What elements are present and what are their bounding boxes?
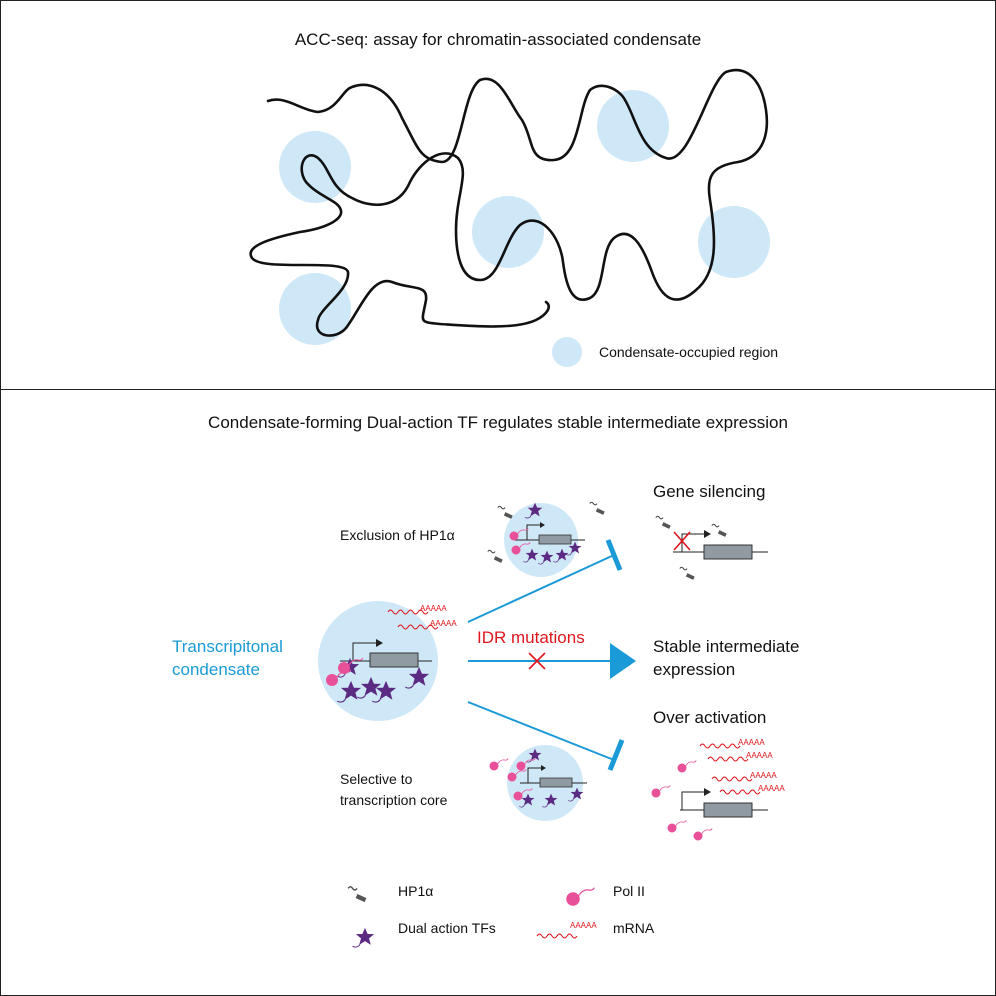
legend-tf-label: Dual action TFs [398, 920, 496, 936]
polya-label: AAAAA [746, 751, 773, 760]
legend-condensate-label: Condensate-occupied region [599, 344, 778, 360]
legend-mrna-label: mRNA [613, 920, 655, 936]
condensate-region [698, 206, 770, 278]
top-panel-title: ACC-seq: assay for chromatin-associated … [295, 30, 701, 49]
gene-silencing-label: Gene silencing [653, 482, 765, 501]
tf-legend-icon [352, 927, 375, 948]
transcriptional-condensate-label: Transcripitonal [172, 637, 283, 656]
inhibition-arrow-top [467, 539, 623, 623]
over-activation-label: Over activation [653, 708, 766, 727]
condensate-region [472, 196, 544, 268]
exclusion-label: Exclusion of HP1α [340, 527, 455, 543]
selective-label: Selective to [340, 771, 413, 787]
bottom-panel-frame [0, 389, 996, 996]
legend-condensate-swatch [552, 337, 582, 367]
hp1-legend-icon [347, 886, 368, 903]
stable-expression-label-2: expression [653, 660, 735, 679]
legend-mrna-tail: AAAAA [570, 921, 597, 930]
silenced-gene [655, 515, 768, 581]
legend-pol2-label: Pol II [613, 883, 645, 899]
activation-arrow-middle [468, 643, 636, 679]
legend: HP1α Pol II Dual action TFs AAAAA mRNA [347, 883, 655, 948]
exclusion-condensate [487, 501, 606, 577]
main-condensate: AAAAA AAAAA [318, 601, 457, 721]
polya-label: AAAAA [430, 619, 457, 628]
transcriptional-condensate-label-2: condensate [172, 660, 260, 679]
condensate-regions [279, 90, 770, 345]
condensate-region [279, 131, 351, 203]
idr-mutations-label: IDR mutations [477, 628, 585, 647]
polya-label: AAAAA [738, 738, 765, 747]
legend-hp1-label: HP1α [398, 883, 433, 899]
condensate-region [597, 90, 669, 162]
chromatin-fiber [249, 68, 769, 337]
selective-condensate [489, 745, 587, 821]
polya-label: AAAAA [750, 771, 777, 780]
top-panel-frame [0, 0, 996, 390]
pol2-legend-icon [565, 887, 595, 907]
polya-label: AAAAA [420, 604, 447, 613]
overactive-gene: AAAAA AAAAA AAAAA AAAAA [651, 738, 785, 841]
selective-label-2: transcription core [340, 792, 448, 808]
polya-label: AAAAA [758, 784, 785, 793]
mrna-legend-icon [536, 933, 578, 939]
stable-expression-label: Stable intermediate [653, 637, 799, 656]
inhibition-arrow-bottom [467, 701, 625, 771]
condensate-region [279, 273, 351, 345]
idr-cross-icon [528, 652, 546, 670]
bottom-panel-title: Condensate-forming Dual-action TF regula… [208, 413, 788, 432]
